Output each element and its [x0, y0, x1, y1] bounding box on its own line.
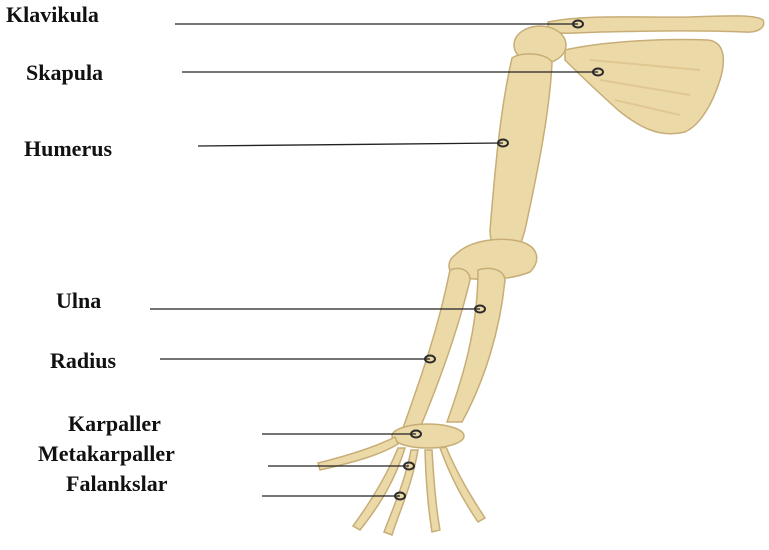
- clavicle-bone: [548, 16, 764, 33]
- carpal-bones: [392, 424, 464, 448]
- humerus-bone: [490, 54, 552, 252]
- label-ulna: Ulna: [56, 290, 101, 312]
- thumb-bones: [318, 437, 398, 470]
- little-finger-bones: [440, 447, 485, 522]
- label-klavikula: Klavikula: [6, 4, 99, 26]
- label-falankslar: Falankslar: [66, 473, 167, 495]
- label-skapula: Skapula: [26, 62, 103, 84]
- hand-bones-group: [318, 437, 485, 535]
- label-karpaller: Karpaller: [68, 413, 161, 435]
- label-humerus: Humerus: [24, 138, 112, 160]
- ring-finger-bones: [425, 450, 440, 532]
- label-radius: Radius: [50, 350, 116, 372]
- bones-group: [392, 16, 764, 448]
- label-metakarpaller: Metakarpaller: [38, 443, 175, 465]
- leader-line-humerus: [198, 143, 503, 146]
